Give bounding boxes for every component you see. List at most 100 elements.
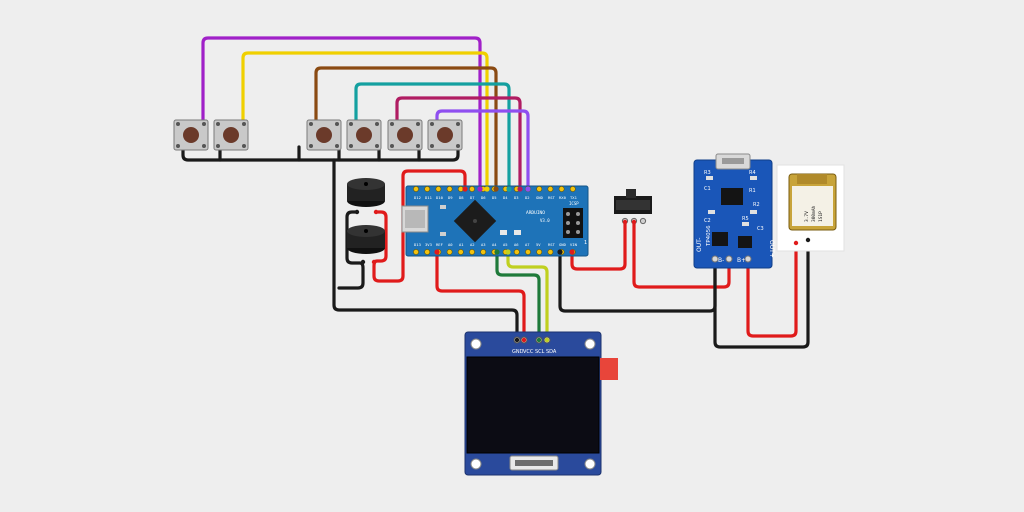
arduino-nano[interactable]: ARDUINO V3.0 ICSP 1 D12 D11 D10 D9 D8 D7… (401, 185, 589, 257)
wire-oled-sda-lime (506, 250, 549, 342)
wire-switch-to-vin (570, 220, 627, 271)
push-button-1[interactable] (173, 119, 209, 151)
pin-label: A6 (514, 242, 519, 247)
arduino-brand-text: ARDUINO (526, 210, 545, 216)
wire-switch-to-outplus (632, 220, 731, 289)
pin-label: D12 (414, 195, 421, 200)
connection-dots (354, 186, 811, 343)
pin-label: GND (536, 195, 544, 200)
wire-yellow-button2 (241, 51, 489, 190)
pin-label: D10 (436, 195, 444, 200)
pin-label: D4 (503, 195, 508, 200)
wire-brown-button3 (314, 66, 498, 190)
microcontroller-chip (453, 199, 497, 243)
buzzer-1[interactable] (347, 178, 385, 207)
header-pin-pad (569, 186, 576, 192)
header-pin-pad (469, 186, 475, 192)
wire-oled-vcc-red (435, 250, 526, 342)
header-pin-pad (558, 186, 565, 192)
wire-oled-scl-green (495, 250, 541, 342)
charger-out-plus-label: OUT+ (768, 240, 775, 258)
charger-label: R4 (749, 170, 756, 176)
wire-button-ground-bus (181, 145, 460, 162)
oled-display[interactable]: GND VCC SCL SDA (464, 331, 618, 476)
usb-port[interactable] (401, 205, 429, 233)
lipo-battery[interactable]: 3.7V 300mAh 1S1P (776, 164, 845, 252)
tp4056-charger[interactable]: R3 C1 R4 R1 C2 R2 R5 C3 TP4056 OUT- OUT+… (693, 153, 775, 269)
charger-chip-2 (712, 232, 728, 246)
pin-label: RST (548, 242, 556, 247)
battery-label-line: 300mAh (811, 205, 817, 222)
battery-label: 3.7V 300mAh 1S1P (804, 205, 824, 222)
wire-buzzer-red (372, 169, 467, 283)
charger-bplus-label: B+ (737, 257, 746, 264)
pin-label: D6 (481, 195, 486, 200)
charger-label: C2 (704, 218, 711, 224)
wire-violet-button6 (435, 109, 530, 190)
pin-label: D3 (514, 195, 519, 200)
oled-ribbon (600, 358, 618, 380)
header-pin-pad (547, 186, 554, 192)
slide-switch[interactable] (614, 189, 652, 225)
header-pin-pad (435, 186, 442, 192)
push-button-4[interactable] (346, 119, 382, 151)
pin-label: D8 (459, 195, 464, 200)
push-button-3[interactable] (306, 119, 342, 151)
battery-label-line: 1S1P (818, 211, 824, 222)
pin-label: VIN (570, 242, 578, 247)
pin-label: A0 (448, 242, 453, 247)
oled-pin-label: SCL (535, 349, 545, 355)
push-button-6[interactable] (427, 119, 463, 151)
bottom-pin-labels: D13 3V3 REF A0 A1 A2 A3 A4 A5 A6 A7 5V R… (414, 242, 578, 247)
header-pin-pad (413, 249, 419, 255)
header-pin-pad (547, 249, 554, 255)
push-button-5[interactable] (387, 119, 423, 151)
charger-chip-3 (738, 236, 752, 248)
top-pin-pads (413, 186, 576, 192)
charger-label: R5 (742, 216, 749, 222)
charger-chip-1 (721, 188, 743, 205)
wire-purple-button1 (201, 36, 482, 190)
pin-label: TX1 (570, 195, 578, 200)
charger-model-text: TP4056 (706, 225, 712, 247)
header-pin-pad (480, 249, 487, 255)
icsp-header (563, 208, 583, 238)
header-pin-pad (446, 186, 453, 192)
header-pin-pad (424, 249, 431, 255)
oled-pin-label: VCC (523, 349, 534, 355)
header-pin-pad (513, 249, 520, 255)
header-pin-pad (424, 186, 431, 192)
charger-usb-port[interactable] (715, 153, 751, 170)
header-pin-pad (469, 249, 475, 255)
pin-label: A1 (459, 242, 464, 247)
pin-label: A4 (492, 242, 497, 247)
header-pin-pad (446, 249, 453, 255)
pin-label: D13 (414, 242, 421, 247)
charger-label: R2 (753, 202, 760, 208)
header-pin-pad (457, 249, 464, 255)
oled-pin-label: SDA (546, 349, 557, 355)
arduino-icsp-text: ICSP (569, 201, 579, 206)
oled-pin-label: GND (512, 349, 524, 355)
buzzer-2[interactable] (347, 225, 385, 254)
push-button-2[interactable] (213, 119, 249, 151)
battery-label-line: 3.7V (804, 211, 810, 222)
pin-label: 5V (536, 242, 541, 247)
wire-teal-button4 (354, 82, 511, 190)
pin-label: A5 (503, 242, 508, 247)
pin-label: REF (436, 242, 444, 247)
push-buttons (173, 119, 463, 151)
pin-label: A3 (481, 242, 486, 247)
pin-label: RST (548, 195, 556, 200)
wires (181, 36, 810, 349)
pin-label: D11 (425, 195, 433, 200)
header-pin-pad (525, 249, 531, 255)
pin-label: D5 (492, 195, 497, 200)
header-pin-pad (413, 186, 419, 192)
wire-magenta-button5 (395, 96, 522, 190)
header-pin-pad (536, 186, 543, 192)
pin-label: 3V3 (425, 242, 432, 247)
pin-label: A2 (470, 242, 475, 247)
charger-label: C3 (757, 226, 764, 232)
